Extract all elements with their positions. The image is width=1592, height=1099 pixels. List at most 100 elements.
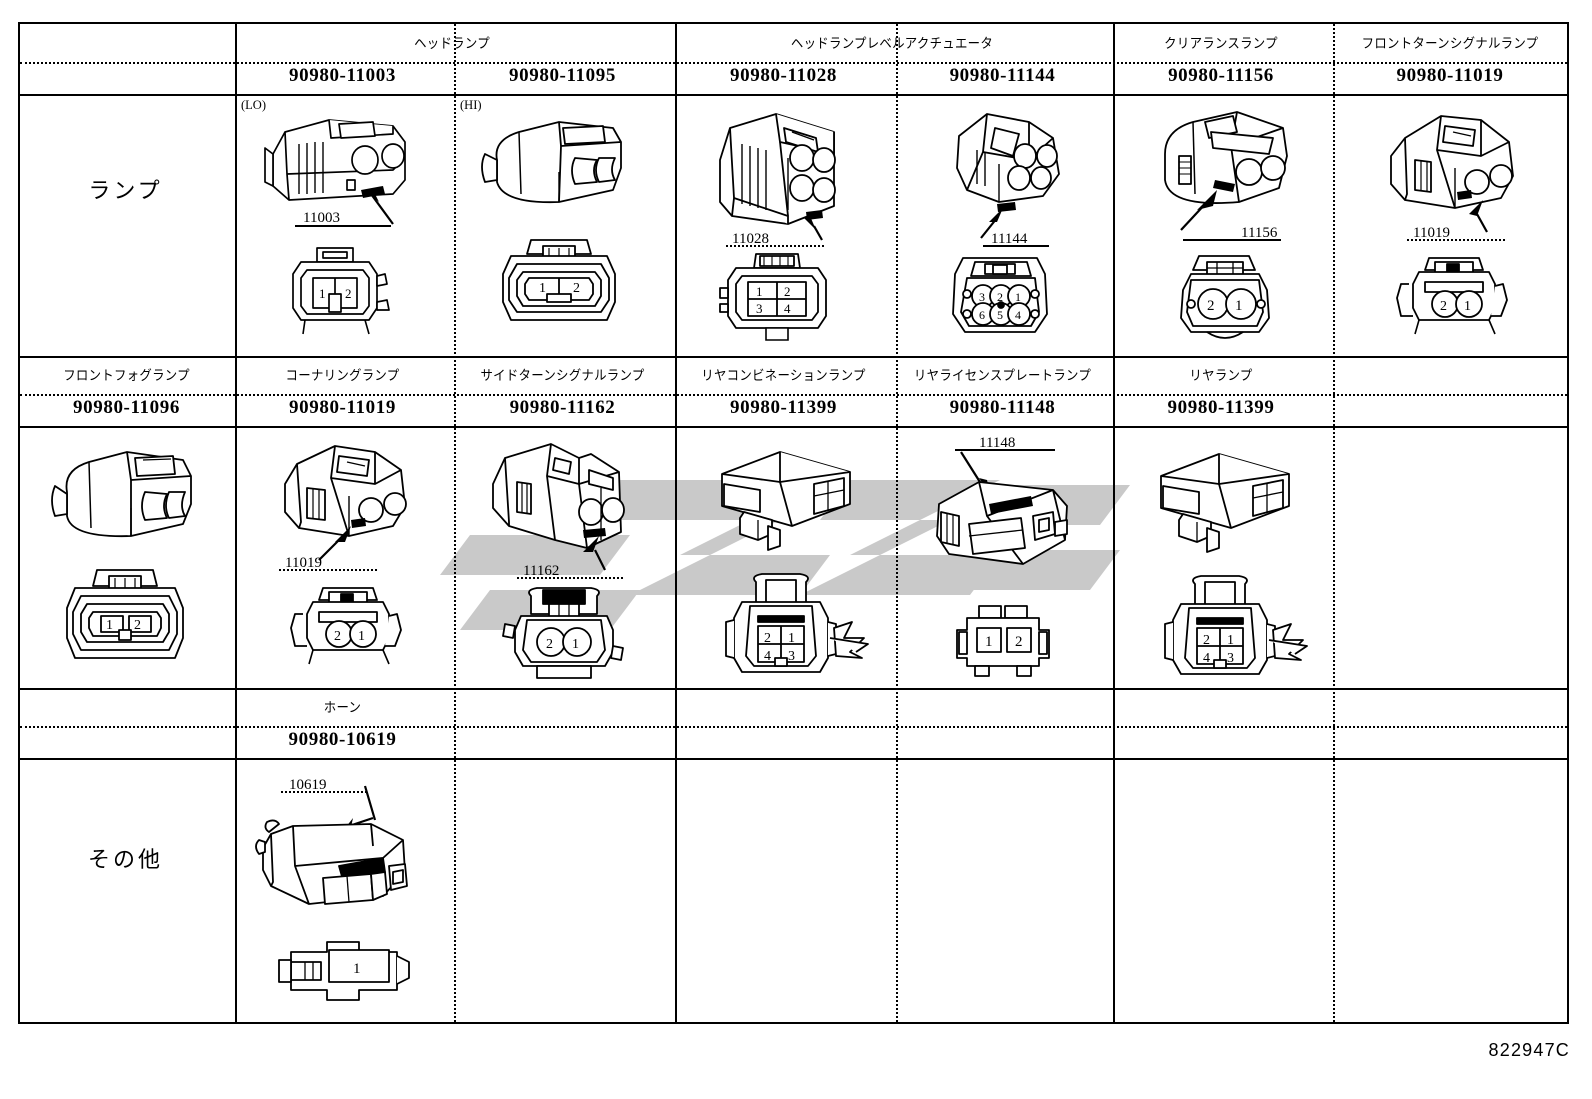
drawing-cell-11148: 11148 (894, 426, 1111, 688)
category-front-turn-signal-lamp: フロントターンシグナルランプ (1361, 36, 1539, 52)
rule-col-2-3 (675, 24, 677, 1022)
pin-label: 1 (788, 631, 795, 646)
callout-10619: 10619 (289, 777, 327, 793)
pin-label: 1 (1235, 298, 1243, 314)
pin-label: 2 (1207, 298, 1215, 314)
drawing-cell-11096: 1 2 (20, 426, 233, 688)
pin-label: 1 (358, 629, 365, 644)
pin-label: 3 (756, 301, 763, 316)
part-no-11019: 90980-11019 (1396, 65, 1504, 86)
callout-11003: 11003 (303, 210, 340, 226)
pin-label: 2 (764, 631, 771, 646)
rule-col-4-5 (1113, 24, 1115, 1022)
category-cornering-lamp: コーナリングランプ (285, 368, 400, 384)
drawing-cell-11156: 11156 2 1 (1111, 94, 1331, 354)
rule-r2-cat-bottom (20, 394, 1567, 396)
category-headlamp: ヘッドランプ (414, 36, 490, 52)
rule-col-3-4 (896, 24, 898, 1022)
rear-combination-lamp-connector-drawing: 2 1 4 3 (720, 451, 869, 673)
variant-label-lo: (LO) (241, 98, 266, 112)
pin-label: 2 (573, 281, 580, 296)
category-front-fog-lamp: フロントフォグランプ (63, 368, 190, 384)
part-no-11096: 90980-11096 (73, 397, 180, 418)
category-headlamp-level-actuator: ヘッドランプレベルアクチュエータ (790, 36, 994, 52)
callout-11162: 11162 (523, 563, 559, 579)
pin-label: 2 (1440, 299, 1447, 314)
part-no-11148: 90980-11148 (949, 397, 1056, 418)
rule-r3-cat-bottom (20, 726, 1567, 728)
rule-r1-cat-bottom (20, 62, 1567, 64)
pin-label: 1 (1227, 633, 1234, 648)
pin-label: 4 (784, 301, 791, 316)
rule-col-5-6 (1333, 24, 1335, 1022)
rule-r1-part-bottom (20, 94, 1567, 96)
rule-col-1-2 (454, 24, 456, 1022)
callout-11019: 11019 (285, 555, 322, 571)
drawing-cell-11003: (LO) 11003 (233, 94, 452, 354)
pin-label: 1 (572, 637, 579, 652)
pin-label: 2 (546, 637, 553, 652)
pin-label: 2 (784, 284, 791, 299)
front-turn-signal-lamp-connector-drawing: 11019 2 1 (1390, 115, 1514, 335)
pin-label: 2 (134, 618, 141, 633)
catalog-table (18, 22, 1569, 1024)
drawing-cell-11399-rear-comb: 2 1 4 3 (673, 426, 894, 688)
pin-label: 3 (788, 649, 795, 664)
horn-connector-drawing: 10619 (254, 777, 410, 1001)
variant-label-hi: (HI) (460, 98, 482, 112)
drawing-cell-11162: 11162 2 1 (452, 426, 673, 688)
pin-label: 2 (345, 286, 352, 301)
part-no-11028: 90980-11028 (730, 65, 837, 86)
callout-11144: 11144 (991, 231, 1028, 247)
cornering-lamp-connector-drawing: 11019 2 1 (278, 445, 407, 665)
part-no-11003: 90980-11003 (289, 65, 396, 86)
pin-label: 2 (1203, 633, 1210, 648)
part-no-11095: 90980-11095 (509, 65, 616, 86)
rear-license-plate-lamp-connector-drawing: 11148 (935, 435, 1068, 677)
part-no-11399-rear-comb: 90980-11399 (730, 397, 837, 418)
pin-label: 4 (1015, 308, 1021, 322)
drawing-cell-11019-front-turn: 11019 2 1 (1331, 94, 1569, 354)
callout-11156: 11156 (1241, 225, 1278, 241)
rear-lamp-connector-drawing: 2 1 4 3 (1160, 453, 1308, 675)
pin-label: 5 (997, 308, 1003, 322)
drawing-cell-11019-cornering: 11019 2 1 (233, 426, 452, 688)
pin-label: 4 (764, 649, 771, 664)
part-no-11399-rear-lamp: 90980-11399 (1167, 397, 1275, 418)
rule-group-col (235, 24, 237, 1022)
callout-11148: 11148 (979, 435, 1015, 451)
pin-label: 1 (106, 618, 113, 633)
headlamp-lo-connector-drawing: 11003 1 2 (263, 119, 406, 335)
rule-r2-part-bottom (20, 426, 1567, 428)
headlamp-level-actuator-connector-drawing: 11028 1 2 3 4 (718, 113, 836, 341)
drawing-cell-10619: 10619 (233, 758, 452, 1022)
pin-label: 2 (997, 290, 1003, 304)
part-no-10619: 90980-10619 (288, 729, 397, 750)
category-side-turn-signal-lamp: サイドターンシグナルランプ (480, 368, 645, 384)
pin-label: 6 (979, 308, 985, 322)
rule-r3-part-bottom (20, 758, 1567, 760)
part-no-11019-cornering: 90980-11019 (289, 397, 396, 418)
category-clearance-lamp: クリアランスランプ (1164, 36, 1278, 52)
pin-label: 1 (1015, 290, 1021, 304)
group-label-lamp: ランプ (88, 179, 163, 204)
callout-11028: 11028 (732, 231, 769, 247)
rule-row2-bottom (20, 688, 1567, 690)
drawing-cell-11028: 11028 1 2 3 4 (673, 94, 894, 354)
category-rear-lamp: リヤランプ (1189, 368, 1253, 384)
part-no-11162: 90980-11162 (509, 397, 616, 418)
drawing-code: 822947C (1488, 1040, 1570, 1060)
drawing-cell-11399-rear-lamp: 2 1 4 3 (1111, 426, 1331, 688)
rule-row1-bottom (20, 356, 1567, 358)
callout-11019: 11019 (1413, 225, 1450, 241)
pin-label: 1 (353, 961, 361, 977)
headlamp-hi-connector-drawing: 1 2 (480, 121, 622, 321)
pin-label: 1 (1464, 299, 1471, 314)
pin-label: 1 (539, 281, 546, 296)
pin-label: 1 (985, 634, 993, 650)
clearance-lamp-connector-drawing: 11156 2 1 (1164, 111, 1288, 339)
category-rear-combination-lamp: リヤコンビネーションランプ (701, 368, 866, 384)
pin-label: 2 (334, 629, 341, 644)
pin-label: 4 (1203, 651, 1210, 666)
